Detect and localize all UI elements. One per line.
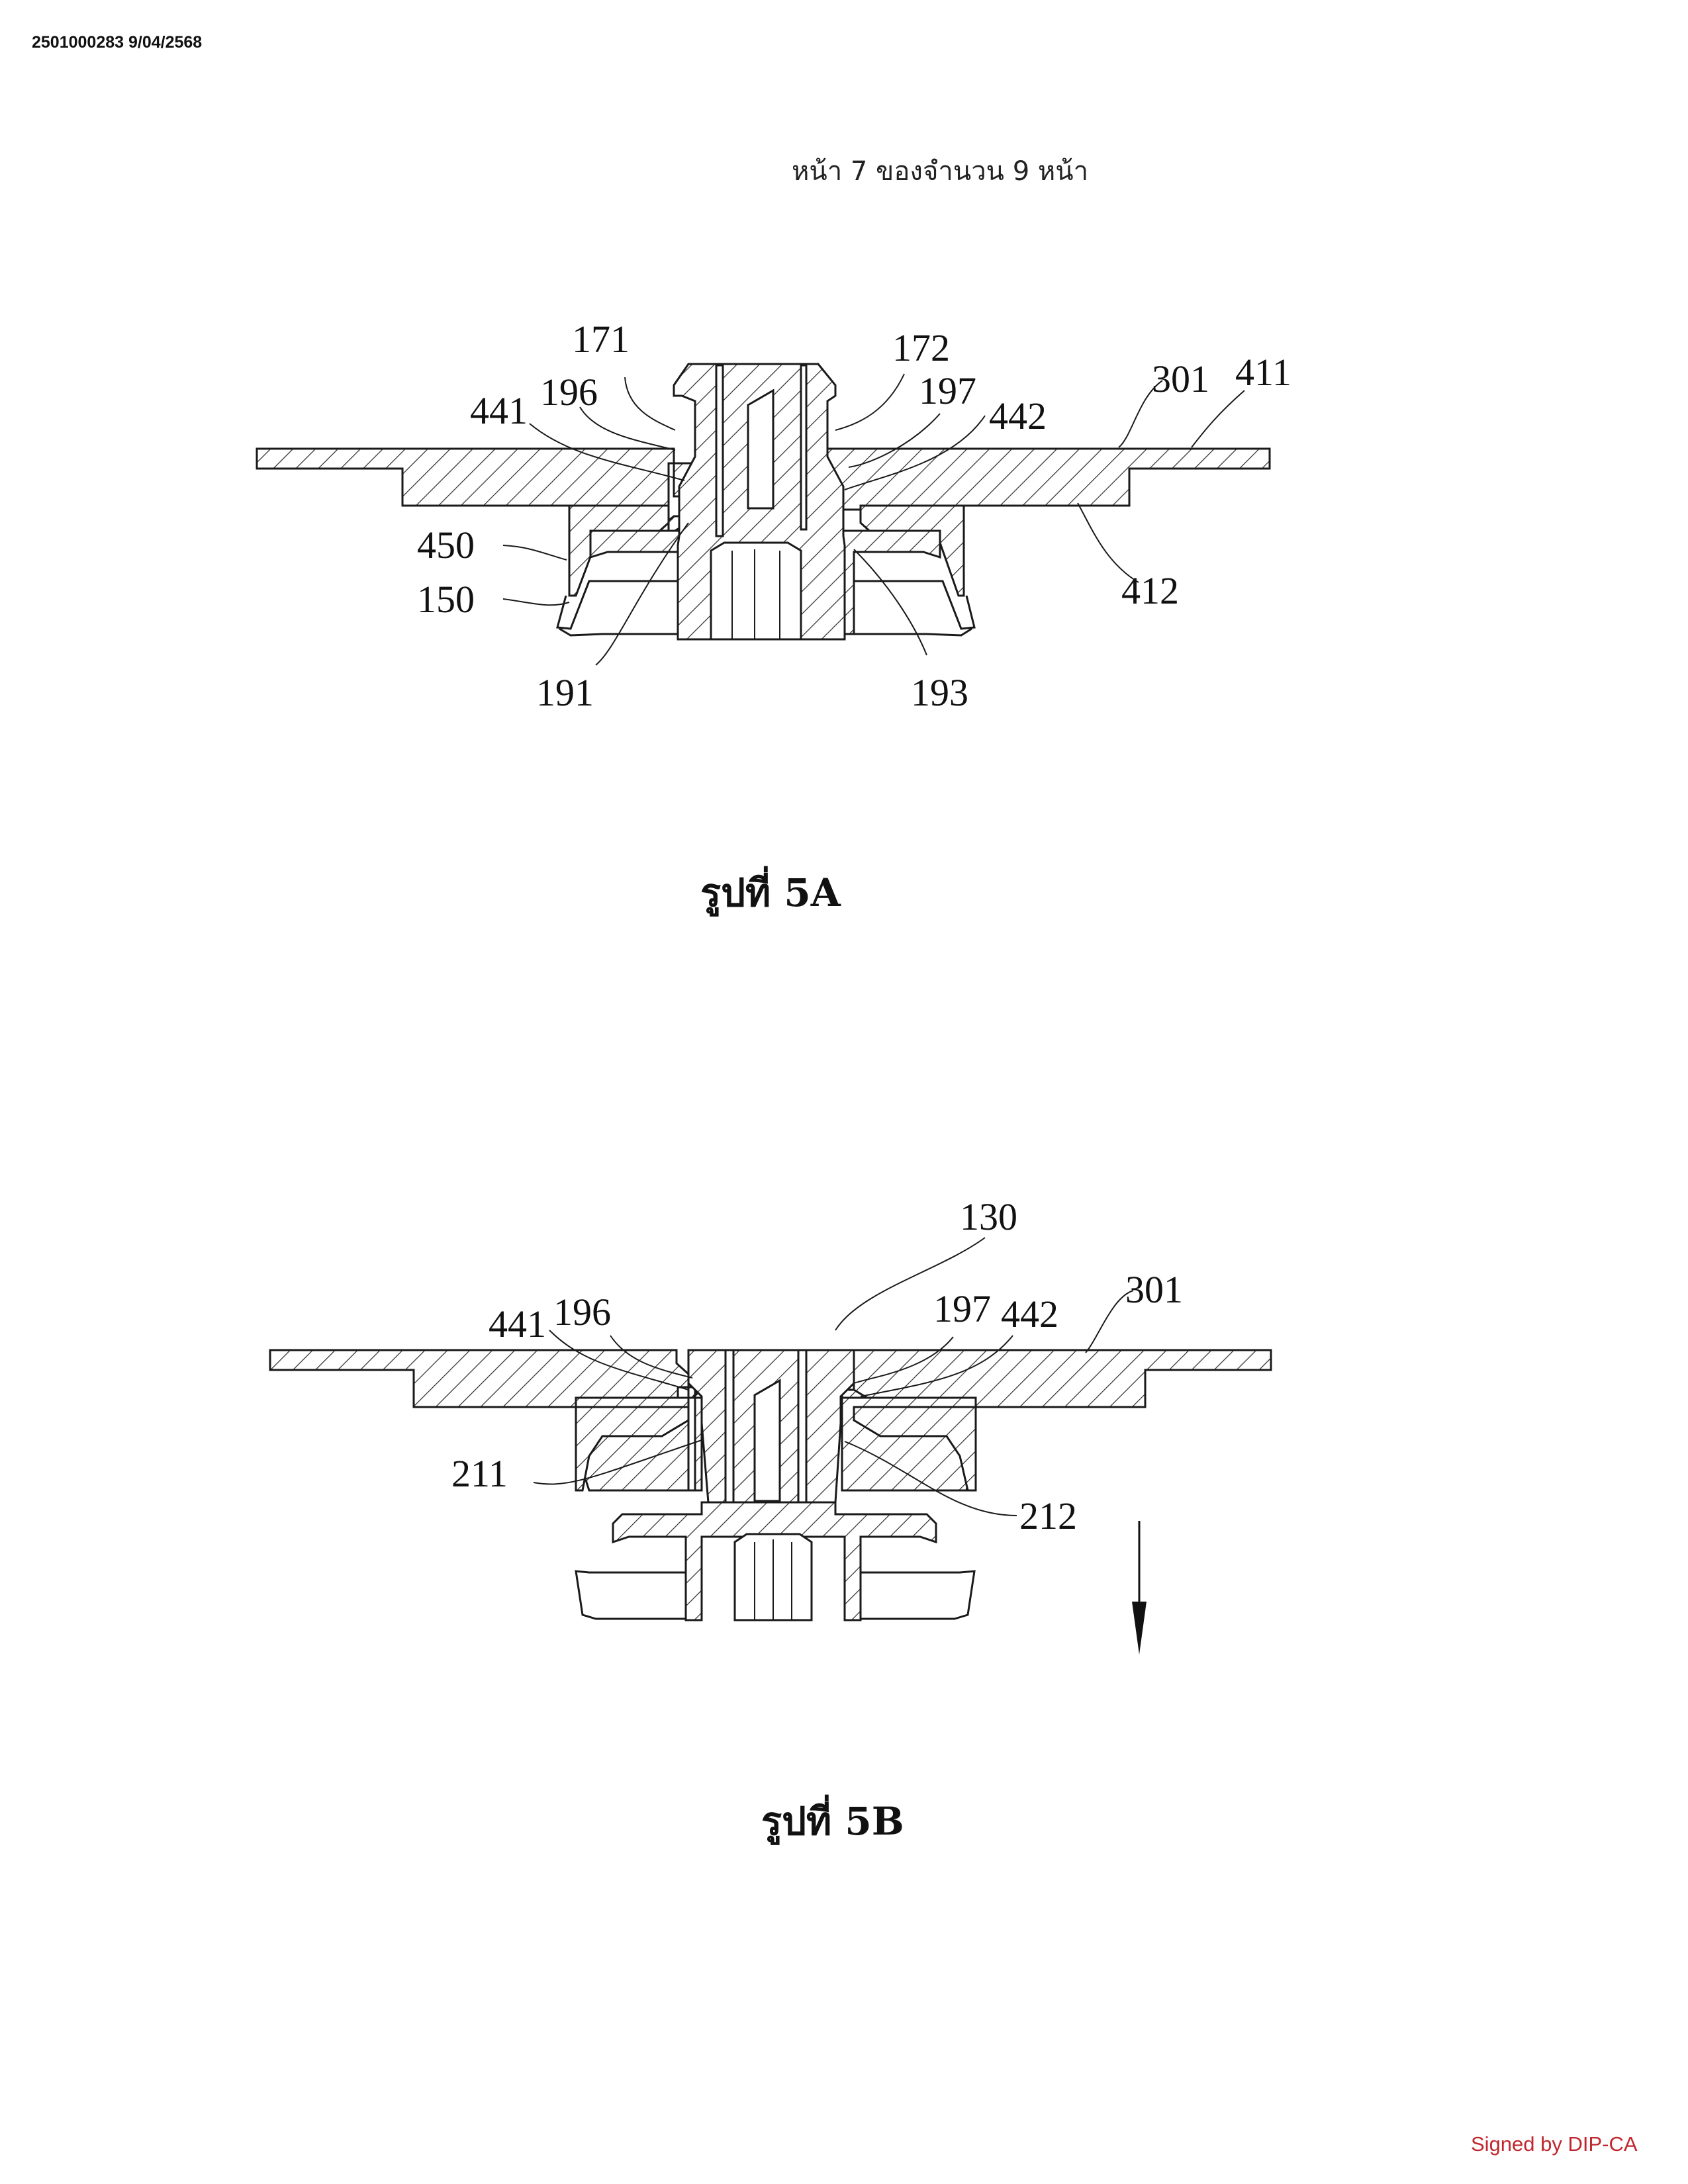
plug-slot-b	[755, 1381, 780, 1501]
label-172: 172	[892, 326, 950, 369]
label-130: 130	[960, 1195, 1017, 1238]
label-196: 196	[540, 371, 598, 414]
figure-5a-drawing: 171 196 441 172 197 442 301 411 450 150 …	[257, 318, 1291, 714]
label-450: 450	[417, 523, 475, 567]
figure-caption-5a: รูปที่ 5A	[700, 862, 841, 923]
label-196-b: 196	[553, 1291, 611, 1334]
label-301-b: 301	[1125, 1268, 1183, 1311]
socket-cavity	[711, 543, 801, 639]
carrier-skirt-left-b	[576, 1571, 686, 1619]
label-193: 193	[911, 671, 968, 714]
label-212: 212	[1019, 1494, 1077, 1537]
label-197: 197	[919, 369, 976, 412]
label-442: 442	[989, 394, 1047, 437]
label-150: 150	[417, 578, 475, 621]
label-171: 171	[572, 318, 630, 361]
signature-note: Signed by DIP-CA	[1471, 2132, 1638, 2156]
label-441: 441	[470, 389, 528, 432]
label-441-b: 441	[489, 1302, 546, 1345]
figure-caption-5b: รูปที่ 5B	[761, 1790, 904, 1852]
label-211: 211	[451, 1452, 508, 1495]
label-197-b: 197	[933, 1287, 991, 1330]
label-301: 301	[1152, 357, 1209, 400]
figure-5b-drawing: 130 196 441 197 442 301 211 212	[270, 1195, 1271, 1655]
label-411: 411	[1235, 351, 1291, 394]
label-191: 191	[536, 671, 594, 714]
motion-arrow-icon	[1132, 1521, 1147, 1655]
label-442-b: 442	[1001, 1293, 1058, 1336]
label-412: 412	[1121, 569, 1179, 612]
carrier-skirt-right-b	[861, 1571, 974, 1619]
plug-slot	[748, 390, 773, 508]
